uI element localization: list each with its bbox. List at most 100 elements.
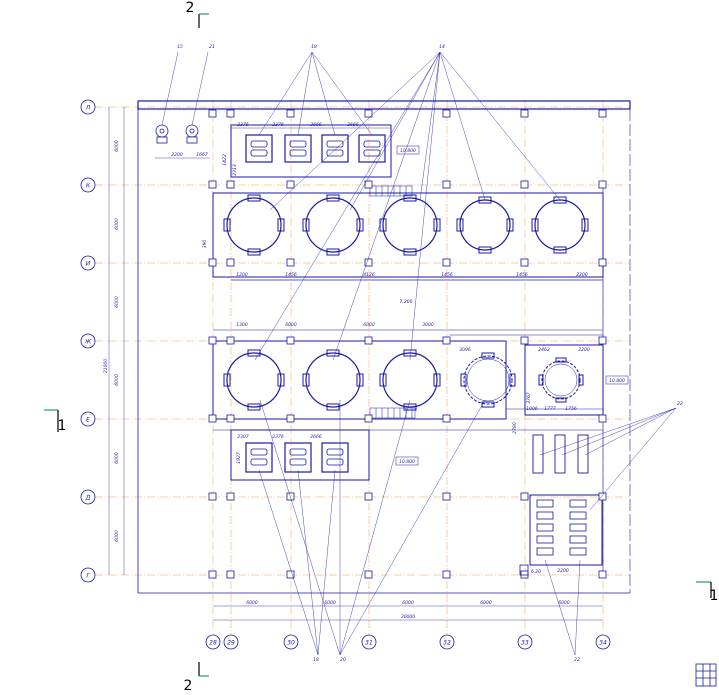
callout-20: 20 xyxy=(340,657,346,663)
mark-upper-room: 10.800 xyxy=(400,148,416,154)
filters xyxy=(532,434,589,474)
small-units xyxy=(519,499,587,576)
callout-14: 14 xyxy=(439,44,445,50)
col-axis-labels: 28 29 30 31 32 33 34 xyxy=(209,640,607,647)
dim-bottom-2: 6000 xyxy=(324,600,336,606)
section-markers xyxy=(44,13,712,677)
tank xyxy=(456,196,514,254)
dim-zh-2: 6000 xyxy=(285,322,297,328)
tank xyxy=(531,196,589,254)
dim-lower-3: 2666 xyxy=(310,434,322,440)
tank xyxy=(223,194,285,256)
axis-row-d: Д xyxy=(85,495,91,502)
dim-misc-1: 390 xyxy=(202,240,208,249)
mark-small-level: 6.20 xyxy=(531,569,541,575)
tank xyxy=(302,349,364,411)
walkways xyxy=(213,185,604,575)
section-1-right: 1 xyxy=(710,588,719,604)
left-dims: 6000 6000 6000 6000 6000 6000 21000 xyxy=(103,140,120,542)
tank-dashed-small xyxy=(538,357,584,403)
dim-misc-2: 1927 xyxy=(236,452,242,464)
dim-top-1: 2376 xyxy=(237,122,249,128)
dim-top-4: 2666 xyxy=(347,122,359,128)
section-labels: 2 2 1 1 xyxy=(58,0,719,694)
dim-top-2: 2376 xyxy=(272,122,284,128)
dim-right-low-3: 1756 xyxy=(565,406,577,412)
dim-left-5: 6000 xyxy=(114,452,120,464)
bottom-dims: 6000 6000 6000 6000 6000 30000 xyxy=(246,600,570,620)
dim-pump-4: 2313 xyxy=(232,164,238,176)
dim-left-3: 6000 xyxy=(114,296,120,308)
dim-bottom-total: 30000 xyxy=(401,614,415,620)
columns xyxy=(208,109,607,579)
callout-22-right: 22 xyxy=(677,401,683,407)
level-marks: 10.800 7.200 10.800 10.800 6.20 xyxy=(395,145,629,575)
dim-lower-1: 2307 xyxy=(237,434,249,440)
dim-right-2: 2462 xyxy=(538,347,550,353)
dim-misc-5: 3767 xyxy=(526,392,532,404)
tank xyxy=(379,349,441,411)
tank-dashed xyxy=(460,352,516,408)
dim-k-2: 1456 xyxy=(285,272,297,278)
tank xyxy=(302,194,364,256)
tanks-lower xyxy=(223,349,584,411)
section-2-top: 2 xyxy=(186,0,195,16)
axis-col-31: 31 xyxy=(365,640,373,647)
dim-k-1: 1200 xyxy=(236,272,248,278)
tanks-upper xyxy=(223,194,589,256)
dim-right-low-2: 1777 xyxy=(544,406,556,412)
dim-right-1: 3096 xyxy=(459,347,471,353)
dim-pump-2: 1667 xyxy=(196,152,208,158)
axis-col-28: 28 xyxy=(209,640,217,647)
mark-right-room: 10.800 xyxy=(609,378,625,384)
dim-bottom-1: 6000 xyxy=(246,600,258,606)
dim-bottom-4: 6000 xyxy=(480,600,492,606)
dim-pump-1: 2200 xyxy=(171,152,183,158)
dim-left-2: 6000 xyxy=(114,218,120,230)
callout-22-bottom: 22 xyxy=(574,657,580,663)
axis-col-30: 30 xyxy=(287,640,295,647)
axis-col-29: 29 xyxy=(227,640,235,647)
building-outline xyxy=(137,100,631,594)
axis-row-l: Л xyxy=(85,105,91,112)
col-axis-bubbles xyxy=(205,634,611,650)
dim-lower-2: 2376 xyxy=(272,434,284,440)
axis-row-zh: Ж xyxy=(84,339,92,346)
callout-15: 15 xyxy=(177,44,183,50)
dim-bottom-5: 6000 xyxy=(558,600,570,606)
dim-top-3: 2666 xyxy=(310,122,322,128)
axis-col-34: 34 xyxy=(599,640,607,647)
leader-lines xyxy=(161,51,677,656)
dim-misc-3: 2200 xyxy=(557,568,569,574)
section-1-left: 1 xyxy=(58,418,67,434)
dim-k-5: 1456 xyxy=(516,272,528,278)
axis-row-e: Е xyxy=(86,417,90,424)
axis-col-33: 33 xyxy=(521,640,529,647)
dim-pump-3: 1422 xyxy=(222,154,228,166)
pumps xyxy=(155,124,199,144)
callout-21: 21 xyxy=(209,44,215,50)
dim-right-3: 2200 xyxy=(578,347,590,353)
callout-18-bottom: 18 xyxy=(313,657,319,663)
mark-lower-room: 10.800 xyxy=(399,459,415,465)
row-axis-labels: Л К И Ж Е Д Г xyxy=(84,105,92,580)
stairs xyxy=(369,185,416,419)
axis-row-g: Г xyxy=(86,573,90,580)
platform-outlines xyxy=(212,124,604,566)
callout-labels: 15 21 18 14 22 18 20 22 xyxy=(177,44,683,663)
dim-left-4: 6000 xyxy=(114,374,120,386)
dim-right-low-1: 1006 xyxy=(526,406,538,412)
section-2-bottom: 2 xyxy=(184,678,193,694)
axis-row-k: К xyxy=(86,183,91,190)
dim-zh-3: 6000 xyxy=(363,322,375,328)
dimension-lines xyxy=(108,107,603,621)
dim-left-6: 6000 xyxy=(114,530,120,542)
dim-zh-4: 3000 xyxy=(422,322,434,328)
dim-k-3: 4126 xyxy=(363,272,375,278)
tank xyxy=(379,194,441,256)
table-icon xyxy=(695,663,717,687)
dim-left-1: 6000 xyxy=(114,140,120,152)
interior-dims: 2376 2376 2666 2666 2200 1667 1422 2313 … xyxy=(171,122,590,574)
dim-k-6: 2200 xyxy=(576,272,588,278)
